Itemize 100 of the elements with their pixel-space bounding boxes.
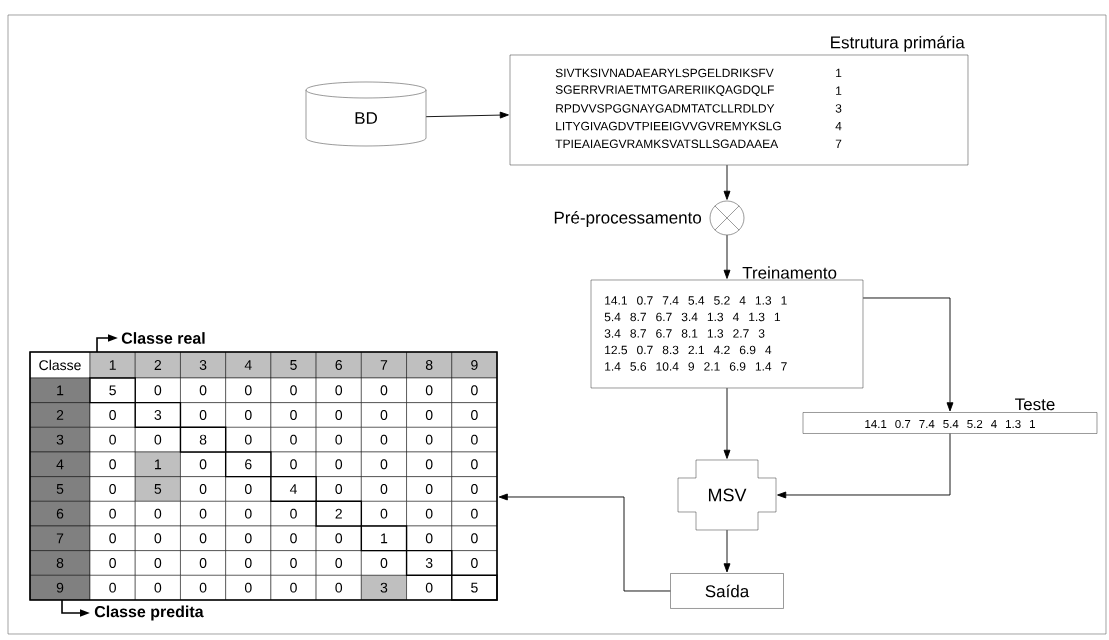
table-cell: 1 xyxy=(135,451,181,477)
sequence-text: TPIEAIAEGVRAMKSVATSLLSGADAAEA xyxy=(555,139,779,149)
table-cell: 0 xyxy=(315,377,362,403)
table-cell: 2 xyxy=(315,500,363,527)
arrow xyxy=(777,433,951,499)
table-cell: 0 xyxy=(361,550,407,576)
class-number: 4 xyxy=(835,121,842,131)
table-cell: 0 xyxy=(315,525,362,551)
table-cell: 0 xyxy=(225,501,272,527)
row-header: 9 xyxy=(29,575,91,601)
table-cell: 0 xyxy=(135,377,181,403)
class-number: 3 xyxy=(835,104,842,113)
process-box: Saída xyxy=(670,573,784,609)
table-cell: 0 xyxy=(361,427,407,453)
table-cell: 0 xyxy=(89,402,136,428)
column-header: 6 xyxy=(315,351,362,379)
table-cell: 0 xyxy=(135,575,181,601)
class-number: 1 xyxy=(836,86,842,95)
table-cell: 6 xyxy=(225,451,272,478)
column-header: 7 xyxy=(361,351,407,379)
table-cell: 0 xyxy=(225,525,272,551)
table-cell: 0 xyxy=(225,476,272,502)
table-cell: 5 xyxy=(89,377,136,404)
column-header: 8 xyxy=(406,351,453,379)
table-cell: 3 xyxy=(361,575,407,601)
table-cell: 0 xyxy=(270,550,317,576)
table-cell: 0 xyxy=(89,575,136,601)
table-cell: 0 xyxy=(89,427,136,453)
table-cell: 0 xyxy=(451,427,498,453)
sequence-text: RPDVVSPGGNAYGADMTATCLLRDLDY xyxy=(556,104,775,113)
table-cell: 0 xyxy=(270,501,317,527)
table-cell: 0 xyxy=(315,476,362,502)
column-header: 1 xyxy=(89,351,136,379)
sequence-text: SGERRVRIAETMTGARERIIKQAGDQLF xyxy=(555,85,774,96)
table-cell: 0 xyxy=(89,550,136,576)
table-cell: 0 xyxy=(135,525,181,551)
table-cell: 0 xyxy=(180,476,226,502)
table-cell: 3 xyxy=(405,549,453,577)
row-header: 5 xyxy=(29,476,91,502)
table-cell: 0 xyxy=(361,476,407,502)
feature-row: 14.1 0.7 7.4 5.4 5.2 4 1.3 1 xyxy=(605,296,787,305)
table-cell: 0 xyxy=(361,377,407,403)
class-number: 1 xyxy=(836,68,842,78)
feature-row: 3.4 8.7 6.7 8.1 1.3 2.7 3 xyxy=(604,329,765,338)
table-cell: 0 xyxy=(180,402,226,428)
table-cell: 0 xyxy=(270,575,317,601)
table-cell: 0 xyxy=(406,451,453,477)
table-cell: 0 xyxy=(180,525,226,551)
table-cell: 0 xyxy=(406,377,453,403)
table-cell: 0 xyxy=(225,402,272,428)
table-cell: 0 xyxy=(89,451,136,477)
column-header: 4 xyxy=(225,351,272,379)
table-cell: 0 xyxy=(406,525,453,551)
table-cell: 0 xyxy=(451,451,498,477)
step-label: Pré-processamento xyxy=(554,210,702,227)
box-heading: Treinamento xyxy=(742,266,837,279)
sequence-text: SIVTKSIVNADAEARYLSPGELDRIKSFV xyxy=(555,68,774,78)
arrow xyxy=(862,297,954,412)
table-cell: 0 xyxy=(406,402,453,428)
table-cell: 0 xyxy=(270,427,317,453)
table-cell: 0 xyxy=(406,427,453,453)
database-cylinder: BD xyxy=(305,81,427,147)
table-cell: 0 xyxy=(270,451,317,477)
table-cell: 0 xyxy=(270,377,317,403)
table-cell: 0 xyxy=(270,525,317,551)
table-cell: 1 xyxy=(360,525,408,552)
sequence-text: LITYGIVAGDVTPIEEIGVVGVREMYKSLG xyxy=(556,121,781,131)
table-cell: 0 xyxy=(180,501,226,527)
table-cell: 0 xyxy=(225,377,272,403)
column-header: 2 xyxy=(135,351,181,379)
class-number: 7 xyxy=(835,139,842,148)
arrow xyxy=(723,164,731,200)
table-cell: 0 xyxy=(315,575,362,601)
arrow xyxy=(498,493,671,592)
table-cell: 8 xyxy=(179,426,227,453)
table-cell: 0 xyxy=(225,575,272,601)
column-header: 3 xyxy=(180,351,226,379)
table-cell: 0 xyxy=(89,525,136,551)
table-cell: 0 xyxy=(315,451,362,477)
table-cell: 0 xyxy=(135,427,181,453)
table-cell: 0 xyxy=(361,501,407,527)
table-cell: 0 xyxy=(361,402,407,428)
table-cell: 0 xyxy=(451,501,498,527)
table-cell: 0 xyxy=(315,402,362,428)
row-header: 2 xyxy=(29,402,91,428)
feature-row: 5.4 8.7 6.7 3.4 1.3 4 1.3 1 xyxy=(604,312,781,322)
arrow xyxy=(425,111,509,119)
table-cell: 0 xyxy=(180,575,226,601)
box-heading: Estrutura primária xyxy=(831,35,965,52)
table-cell: 0 xyxy=(406,501,453,527)
table-cell: 0 xyxy=(451,550,498,576)
row-header: 7 xyxy=(29,525,91,551)
table-cell: 0 xyxy=(180,550,226,576)
table-header: Classe xyxy=(29,351,91,379)
table-cell: 0 xyxy=(451,476,498,502)
table-cell: 0 xyxy=(315,427,362,453)
feature-row: 1.4 5.6 10.4 9 2.1 6.9 1.4 7 xyxy=(605,362,787,371)
table-cell: 0 xyxy=(361,451,407,477)
table-cell: 0 xyxy=(135,501,181,527)
table-cell: 0 xyxy=(180,451,226,477)
